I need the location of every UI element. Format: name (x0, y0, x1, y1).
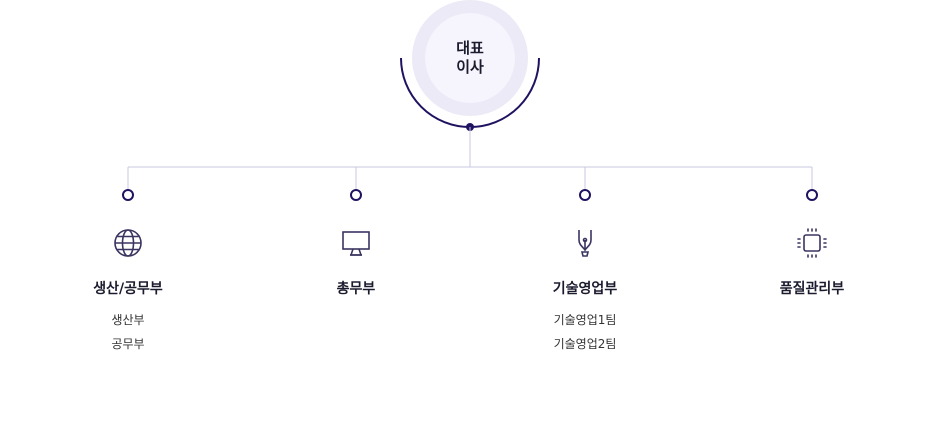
node-circle (579, 189, 591, 201)
department-name: 총무부 (336, 281, 376, 297)
department-name: 생산/공무부 (93, 281, 163, 297)
chip-icon (795, 226, 829, 260)
monitor-icon (339, 226, 373, 260)
ceo-inner-circle: 대표 이사 (425, 13, 515, 103)
pen-nib-icon (568, 226, 602, 260)
department-tech-sales: 기술영업부 기술영업1팀 기술영업2팀 (495, 226, 675, 356)
department-general-affairs: 총무부 (266, 226, 446, 298)
department-name: 기술영업부 (552, 281, 618, 297)
department-quality-control: 품질관리부 (722, 226, 902, 298)
node-circle (350, 189, 362, 201)
sub-team: 기술영업1팀 (553, 313, 617, 327)
ceo-node: 대표 이사 (412, 0, 528, 116)
ceo-title-line2: 이사 (456, 58, 484, 76)
sub-team-list: 기술영업1팀 기술영업2팀 (554, 308, 617, 356)
sub-team: 생산부 (111, 313, 145, 327)
ceo-title-line1: 대표 (456, 39, 484, 57)
sub-team: 공무부 (111, 337, 145, 351)
department-production: 생산/공무부 생산부 공무부 (38, 226, 218, 356)
sub-team: 기술영업2팀 (553, 337, 617, 351)
globe-icon (111, 226, 145, 260)
sub-team-list: 생산부 공무부 (111, 308, 144, 356)
node-circle (122, 189, 134, 201)
node-circle (806, 189, 818, 201)
department-name: 품질관리부 (779, 281, 845, 297)
